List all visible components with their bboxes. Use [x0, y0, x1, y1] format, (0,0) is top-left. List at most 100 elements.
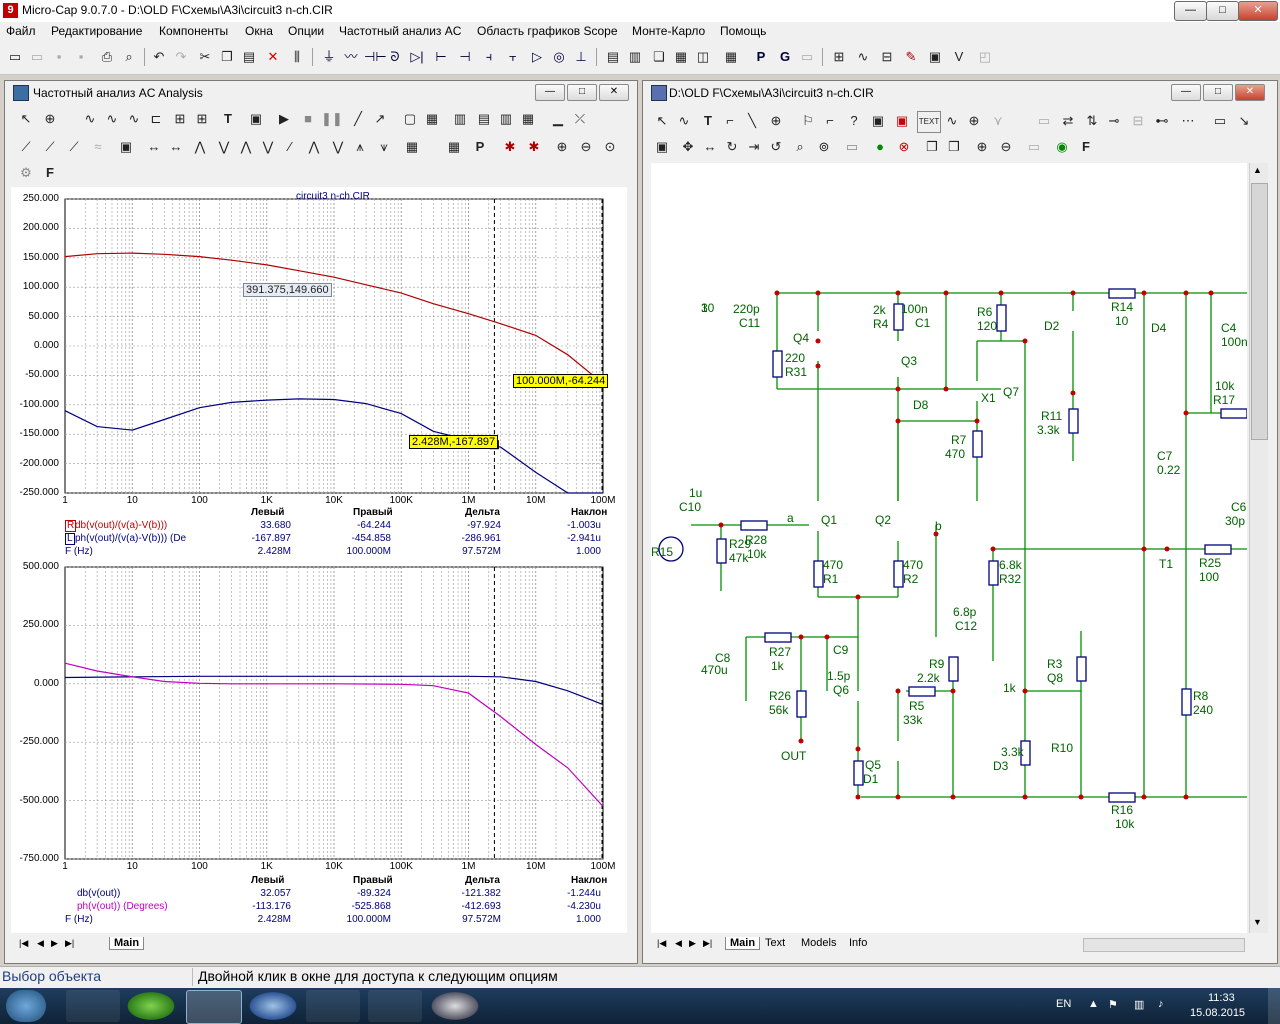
- top-icon[interactable]: ⩚: [356, 139, 364, 154]
- resistor-icon[interactable]: 〰: [344, 49, 358, 64]
- tab-next-icon[interactable]: ▶: [51, 938, 58, 948]
- minimize-button[interactable]: —: [1174, 1, 1207, 21]
- schematic-label[interactable]: X1: [981, 391, 996, 405]
- tile-icon[interactable]: ▦: [674, 49, 688, 64]
- schematic-label[interactable]: R28: [745, 533, 768, 547]
- text-mode-icon[interactable]: T: [224, 111, 232, 126]
- schematic-label[interactable]: C12: [955, 619, 978, 633]
- R9[interactable]: [948, 656, 959, 682]
- ground-icon[interactable]: ⏚: [322, 49, 336, 64]
- schematic-label[interactable]: 1k: [1003, 681, 1016, 695]
- taskbar-media-icon[interactable]: [428, 990, 482, 1022]
- tray-network-icon[interactable]: ▥: [1134, 999, 1145, 1011]
- schematic-label[interactable]: R3: [1047, 657, 1063, 671]
- schematic-label[interactable]: C4: [1221, 321, 1237, 335]
- properties-icon[interactable]: P: [756, 49, 766, 64]
- schematic-label[interactable]: C6: [1231, 500, 1247, 514]
- sch-step-icon[interactable]: ⇥: [748, 139, 760, 154]
- voltage-drop-icon[interactable]: V: [954, 49, 964, 64]
- horizontal-tag-icon[interactable]: ⊞: [174, 111, 186, 126]
- schematic-label[interactable]: b: [935, 519, 942, 533]
- tray-up-icon[interactable]: ▲: [1088, 998, 1099, 1010]
- schematic-vscroll[interactable]: ▲ ▼: [1249, 163, 1268, 933]
- schematic-restore-button[interactable]: □: [1203, 84, 1233, 101]
- tab-last-icon[interactable]: ▶|: [65, 938, 75, 948]
- R2[interactable]: [893, 560, 904, 588]
- taskbar-icq-icon[interactable]: [124, 990, 178, 1022]
- sch-tab-last-icon[interactable]: ▶|: [703, 938, 713, 948]
- schematic-label[interactable]: 10k: [747, 547, 767, 561]
- sch-flip-icon[interactable]: ⇄: [1062, 113, 1074, 128]
- sch-palette-icon[interactable]: ◉: [1056, 139, 1068, 154]
- split-icon[interactable]: ◫: [696, 49, 710, 64]
- schematic-label[interactable]: C9: [833, 643, 849, 657]
- sch-pin-icon[interactable]: ⊕: [968, 113, 980, 128]
- low-icon[interactable]: ⋁: [262, 139, 274, 154]
- R7[interactable]: [972, 430, 983, 458]
- sch-shape-icon[interactable]: ⊕: [770, 113, 782, 128]
- sch-tab-text[interactable]: Text: [765, 937, 786, 949]
- sch-ok-icon[interactable]: ●: [876, 139, 884, 154]
- schematic-label[interactable]: 6.8p: [953, 605, 977, 619]
- schematic-label[interactable]: 56k: [769, 703, 789, 717]
- R11[interactable]: [1068, 408, 1079, 434]
- schematic-label[interactable]: 10k: [1115, 817, 1135, 831]
- sch-mirror-icon[interactable]: ⇅: [1086, 113, 1098, 128]
- sch-window-icon[interactable]: ▭: [1213, 113, 1227, 128]
- maximize-button[interactable]: □: [1206, 1, 1239, 21]
- arrow-line-icon[interactable]: ↗: [374, 111, 386, 126]
- schematic-label[interactable]: R2: [903, 572, 919, 586]
- schematic-minimize-button[interactable]: —: [1171, 84, 1201, 101]
- schematic-label[interactable]: R4: [873, 317, 889, 331]
- schematic-label[interactable]: 10: [1115, 314, 1129, 328]
- delete-icon[interactable]: ✕: [267, 49, 279, 64]
- schematic-label[interactable]: R27: [769, 645, 792, 659]
- schematic-label[interactable]: a: [787, 511, 794, 525]
- sch-node-icon[interactable]: ∿: [946, 113, 958, 128]
- bus-icon[interactable]: ⫼: [294, 49, 300, 64]
- sch-select-icon[interactable]: ↖: [656, 113, 668, 128]
- schematic-label[interactable]: 6.8k: [999, 558, 1022, 572]
- sch-component-icon[interactable]: ▣: [655, 139, 669, 154]
- digital-icon[interactable]: ⊟: [881, 49, 893, 64]
- grid-toggle-icon[interactable]: ▦: [425, 111, 439, 126]
- calculator-icon[interactable]: ▦: [724, 49, 738, 64]
- new-icon[interactable]: ▭: [8, 49, 22, 64]
- line-icon[interactable]: ╱: [354, 111, 362, 126]
- row-marker[interactable]: R: [65, 520, 77, 532]
- columns-icon[interactable]: ▥: [499, 111, 513, 126]
- R14[interactable]: [1108, 288, 1136, 299]
- sch-copy-icon[interactable]: ❐: [926, 139, 938, 154]
- menu-ac-analysis[interactable]: Частотный анализ AC: [339, 24, 462, 38]
- redo-icon[interactable]: ↷: [175, 49, 187, 64]
- R1[interactable]: [813, 560, 824, 588]
- tile-vertical-icon[interactable]: ▥: [628, 49, 642, 64]
- grid-icon[interactable]: ▭: [800, 49, 814, 64]
- schematic-label[interactable]: 100n: [1221, 335, 1247, 349]
- schematic-label[interactable]: 470u: [701, 663, 728, 677]
- tray-time[interactable]: 11:33: [1208, 992, 1235, 1004]
- waveform-icon[interactable]: ∿: [857, 49, 869, 64]
- open-icon[interactable]: ▭: [30, 49, 44, 64]
- R25[interactable]: [1204, 544, 1232, 555]
- schematic-label[interactable]: 470: [823, 558, 844, 572]
- capacitor-icon[interactable]: ⊣⊢: [364, 49, 387, 64]
- schematic-label[interactable]: C11: [739, 316, 761, 330]
- schematic-label[interactable]: D8: [913, 398, 929, 412]
- sch-tab-prev-icon[interactable]: ◀: [675, 938, 682, 948]
- taskbar-microcap-icon[interactable]: [186, 990, 242, 1024]
- schematic-label[interactable]: R16: [1111, 803, 1134, 817]
- schematic-label[interactable]: R26: [769, 689, 792, 703]
- tray-volume-icon[interactable]: ♪: [1158, 998, 1164, 1010]
- sch-tab-info[interactable]: Info: [849, 937, 868, 949]
- cascade-icon[interactable]: ❏: [653, 49, 665, 64]
- schematic-label[interactable]: R11: [1041, 409, 1063, 423]
- undo-icon[interactable]: ↶: [153, 49, 165, 64]
- R4[interactable]: [893, 303, 904, 331]
- R31[interactable]: [772, 350, 783, 378]
- schematic-label[interactable]: Q4: [793, 331, 810, 345]
- opamp-icon[interactable]: ▷: [532, 49, 542, 64]
- valley-icon[interactable]: ∿: [128, 111, 140, 126]
- analysis-minimize-button[interactable]: —: [535, 84, 565, 101]
- R16[interactable]: [1181, 688, 1192, 716]
